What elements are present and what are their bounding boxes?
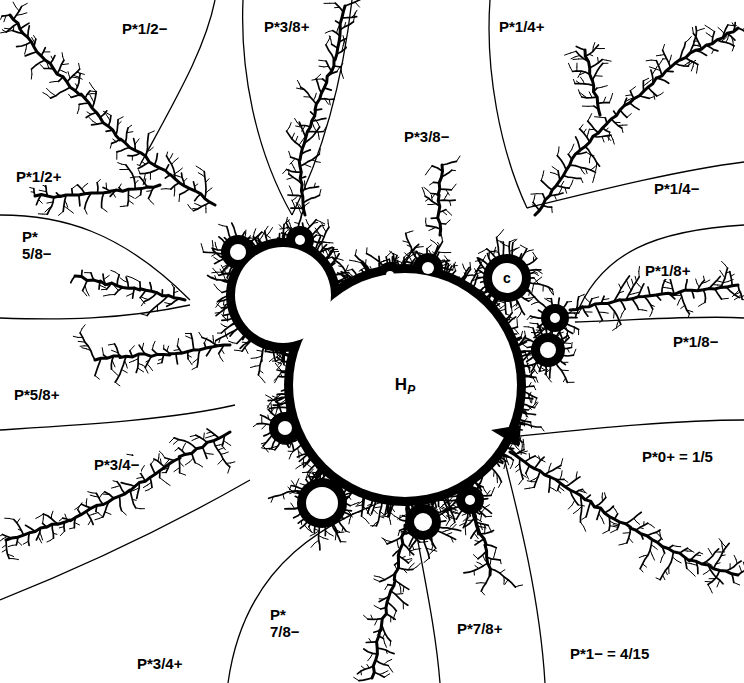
ray-label: P*1/4− — [652, 180, 701, 197]
hyperbolic-component — [230, 244, 246, 260]
component-subscript: P — [407, 383, 415, 397]
ray-label: P*1/2+ — [14, 168, 63, 185]
ray-label: P*1/8− — [671, 333, 720, 350]
component-fill — [492, 263, 522, 293]
ray-label: P*1/4+ — [497, 18, 546, 35]
ray-label: P*3/8+ — [262, 18, 311, 35]
ray-label: P*0+ = 1/5 — [640, 448, 715, 465]
hyperbolic-component — [295, 235, 305, 245]
external-ray — [500, 420, 744, 438]
ray-label: P*1/2− — [120, 20, 169, 37]
ray-label: P* 7/8− — [268, 606, 312, 641]
ray-label: P*1− = 4/15 — [568, 645, 651, 662]
external-ray — [527, 162, 744, 208]
main-component: HP — [285, 265, 525, 505]
set-boundary-band — [221, 226, 569, 540]
ray-label: P*1/8+ — [643, 262, 692, 279]
component-name: c — [503, 270, 511, 286]
component-name: H — [395, 375, 407, 395]
node-text-wrap: HP — [285, 265, 525, 505]
hyperbolic-component — [278, 421, 292, 435]
component-fill — [293, 273, 517, 497]
cusp-notch — [491, 425, 521, 447]
external-ray — [0, 305, 190, 319]
ray-label: P*3/8− — [402, 128, 451, 145]
node-text-wrap: c — [492, 263, 522, 293]
ray-label: P*5/8+ — [12, 386, 61, 403]
hyperbolic-component — [306, 487, 338, 519]
hyperbolic-component — [465, 495, 475, 505]
ray-label: P*7/8+ — [455, 620, 504, 637]
external-ray — [0, 480, 250, 600]
hyperbolic-component — [540, 342, 556, 358]
ray-label: P*3/4+ — [135, 655, 184, 672]
ray-label: P* 5/8− — [20, 228, 64, 263]
dendrite-stem — [6, 6, 738, 678]
external-ray — [0, 405, 235, 430]
hyperbolic-component — [422, 262, 434, 274]
ray-label: P*3/4− — [92, 456, 141, 473]
hyperbolic-component — [550, 313, 560, 323]
external-ray — [0, 215, 190, 300]
component-disk: c — [492, 263, 522, 293]
hyperbolic-component — [414, 513, 432, 531]
